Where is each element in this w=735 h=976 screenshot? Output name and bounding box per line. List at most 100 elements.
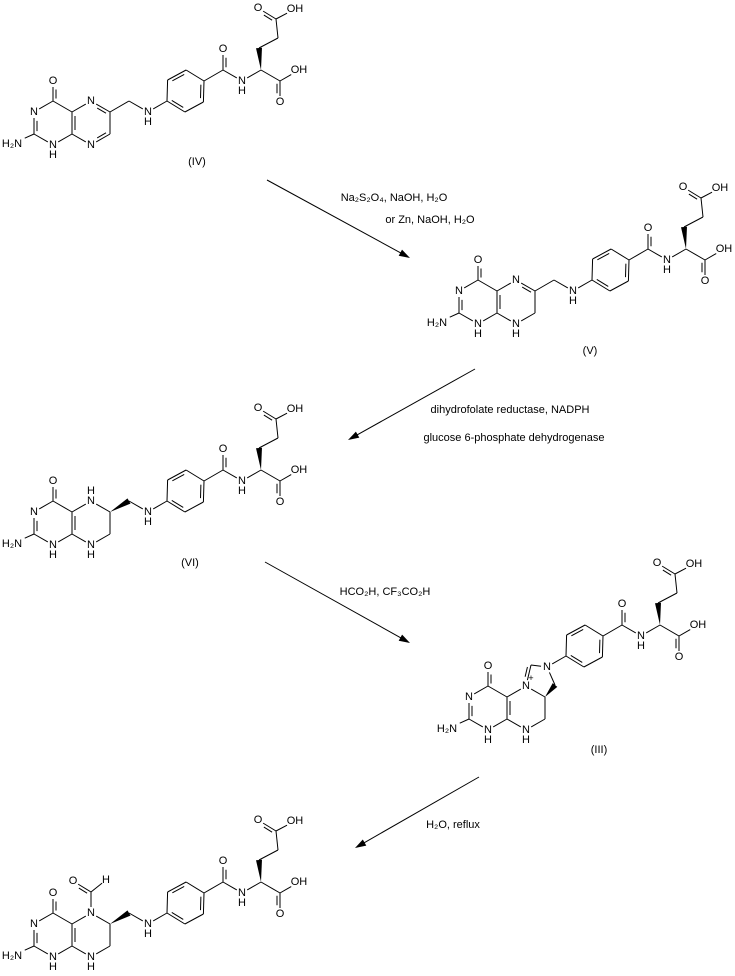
bond	[222, 69, 238, 79]
wedge-bond	[681, 226, 687, 249]
bond	[95, 133, 111, 143]
bond-inner-line	[171, 911, 184, 920]
bond	[52, 100, 73, 113]
bond	[671, 248, 687, 258]
atom-label: H	[102, 874, 110, 886]
atom-label: N	[30, 506, 38, 518]
bond	[506, 718, 522, 728]
atom-label: O	[701, 275, 710, 287]
bond-inner-line	[521, 286, 532, 293]
atom-label: O	[474, 254, 483, 266]
bond	[222, 881, 238, 891]
bond	[661, 565, 676, 575]
atom-label: H₂N	[2, 538, 22, 550]
bond	[77, 883, 92, 893]
bond	[202, 480, 205, 503]
atom-label: H	[49, 549, 57, 561]
bond	[260, 469, 281, 482]
arrowhead	[398, 634, 410, 643]
atom-label: O	[219, 443, 228, 455]
atom-label: N	[569, 285, 577, 297]
bond	[71, 503, 87, 513]
atom-label: N	[144, 918, 152, 930]
bond	[246, 881, 262, 891]
arrow-line	[266, 179, 407, 257]
atom-label: N	[87, 951, 95, 963]
bond	[463, 279, 479, 289]
bond	[473, 685, 489, 695]
bond-inner-line	[78, 887, 88, 894]
atom-label: OH	[712, 182, 729, 194]
bond-inner-line	[263, 414, 273, 421]
bond	[184, 101, 204, 113]
bond	[565, 634, 568, 657]
bond-inner-line	[570, 654, 583, 663]
bond	[700, 191, 713, 199]
bond	[71, 945, 87, 955]
atom-label: O	[254, 2, 263, 14]
bond	[674, 567, 687, 575]
bond	[167, 469, 187, 481]
bond-inner-line	[662, 569, 672, 576]
bond-inner-line	[171, 499, 184, 508]
bond	[203, 881, 224, 894]
atom-label: O	[675, 651, 684, 663]
atom-label: H	[637, 640, 645, 652]
atom-label: OH	[716, 243, 733, 255]
atom-label: H₂N	[2, 950, 22, 962]
bond	[262, 822, 277, 832]
atom-label: H	[522, 734, 530, 746]
bond-inner-line	[172, 473, 185, 482]
atom-label: O	[219, 855, 228, 867]
bond	[128, 500, 144, 510]
atom-label: N	[30, 918, 38, 930]
bond	[520, 282, 536, 292]
bond	[601, 635, 604, 658]
atom-label: N	[465, 691, 473, 703]
bond	[275, 12, 288, 20]
bond	[685, 248, 706, 261]
atom-label: OH	[287, 403, 304, 415]
bond	[246, 469, 262, 479]
bond	[627, 259, 630, 282]
atom-label: +	[528, 673, 533, 683]
bond	[275, 824, 288, 832]
bond	[52, 912, 73, 925]
bond	[647, 248, 663, 258]
bond-inner-line	[524, 666, 528, 677]
atom-label: OH	[291, 64, 308, 76]
bond	[700, 197, 704, 218]
bond	[492, 718, 508, 728]
atom-label: H	[49, 149, 57, 161]
bond	[71, 103, 87, 113]
bond	[222, 469, 238, 479]
atom-label: OH	[690, 619, 707, 631]
structure-label: (VI)	[181, 557, 199, 569]
atom-label: O	[254, 814, 263, 826]
bond	[38, 912, 54, 922]
bond	[551, 655, 567, 665]
bond	[260, 881, 281, 894]
bond	[553, 279, 569, 289]
bond	[468, 718, 484, 728]
structure-label: (III)	[591, 744, 608, 756]
atom-label: OH	[291, 464, 308, 476]
bond	[577, 279, 593, 289]
bond	[609, 280, 629, 292]
bond	[167, 69, 187, 81]
bond	[185, 469, 205, 482]
atom-label: N	[484, 724, 492, 736]
atom-label: O	[679, 181, 688, 193]
bond-inner-line	[688, 193, 698, 200]
bond-inner-line	[96, 132, 107, 139]
bond	[477, 279, 498, 292]
bond-inner-line	[597, 252, 610, 261]
bond	[458, 312, 474, 322]
bond	[152, 100, 168, 110]
bond-inner-line	[172, 73, 185, 82]
bond	[246, 69, 262, 79]
